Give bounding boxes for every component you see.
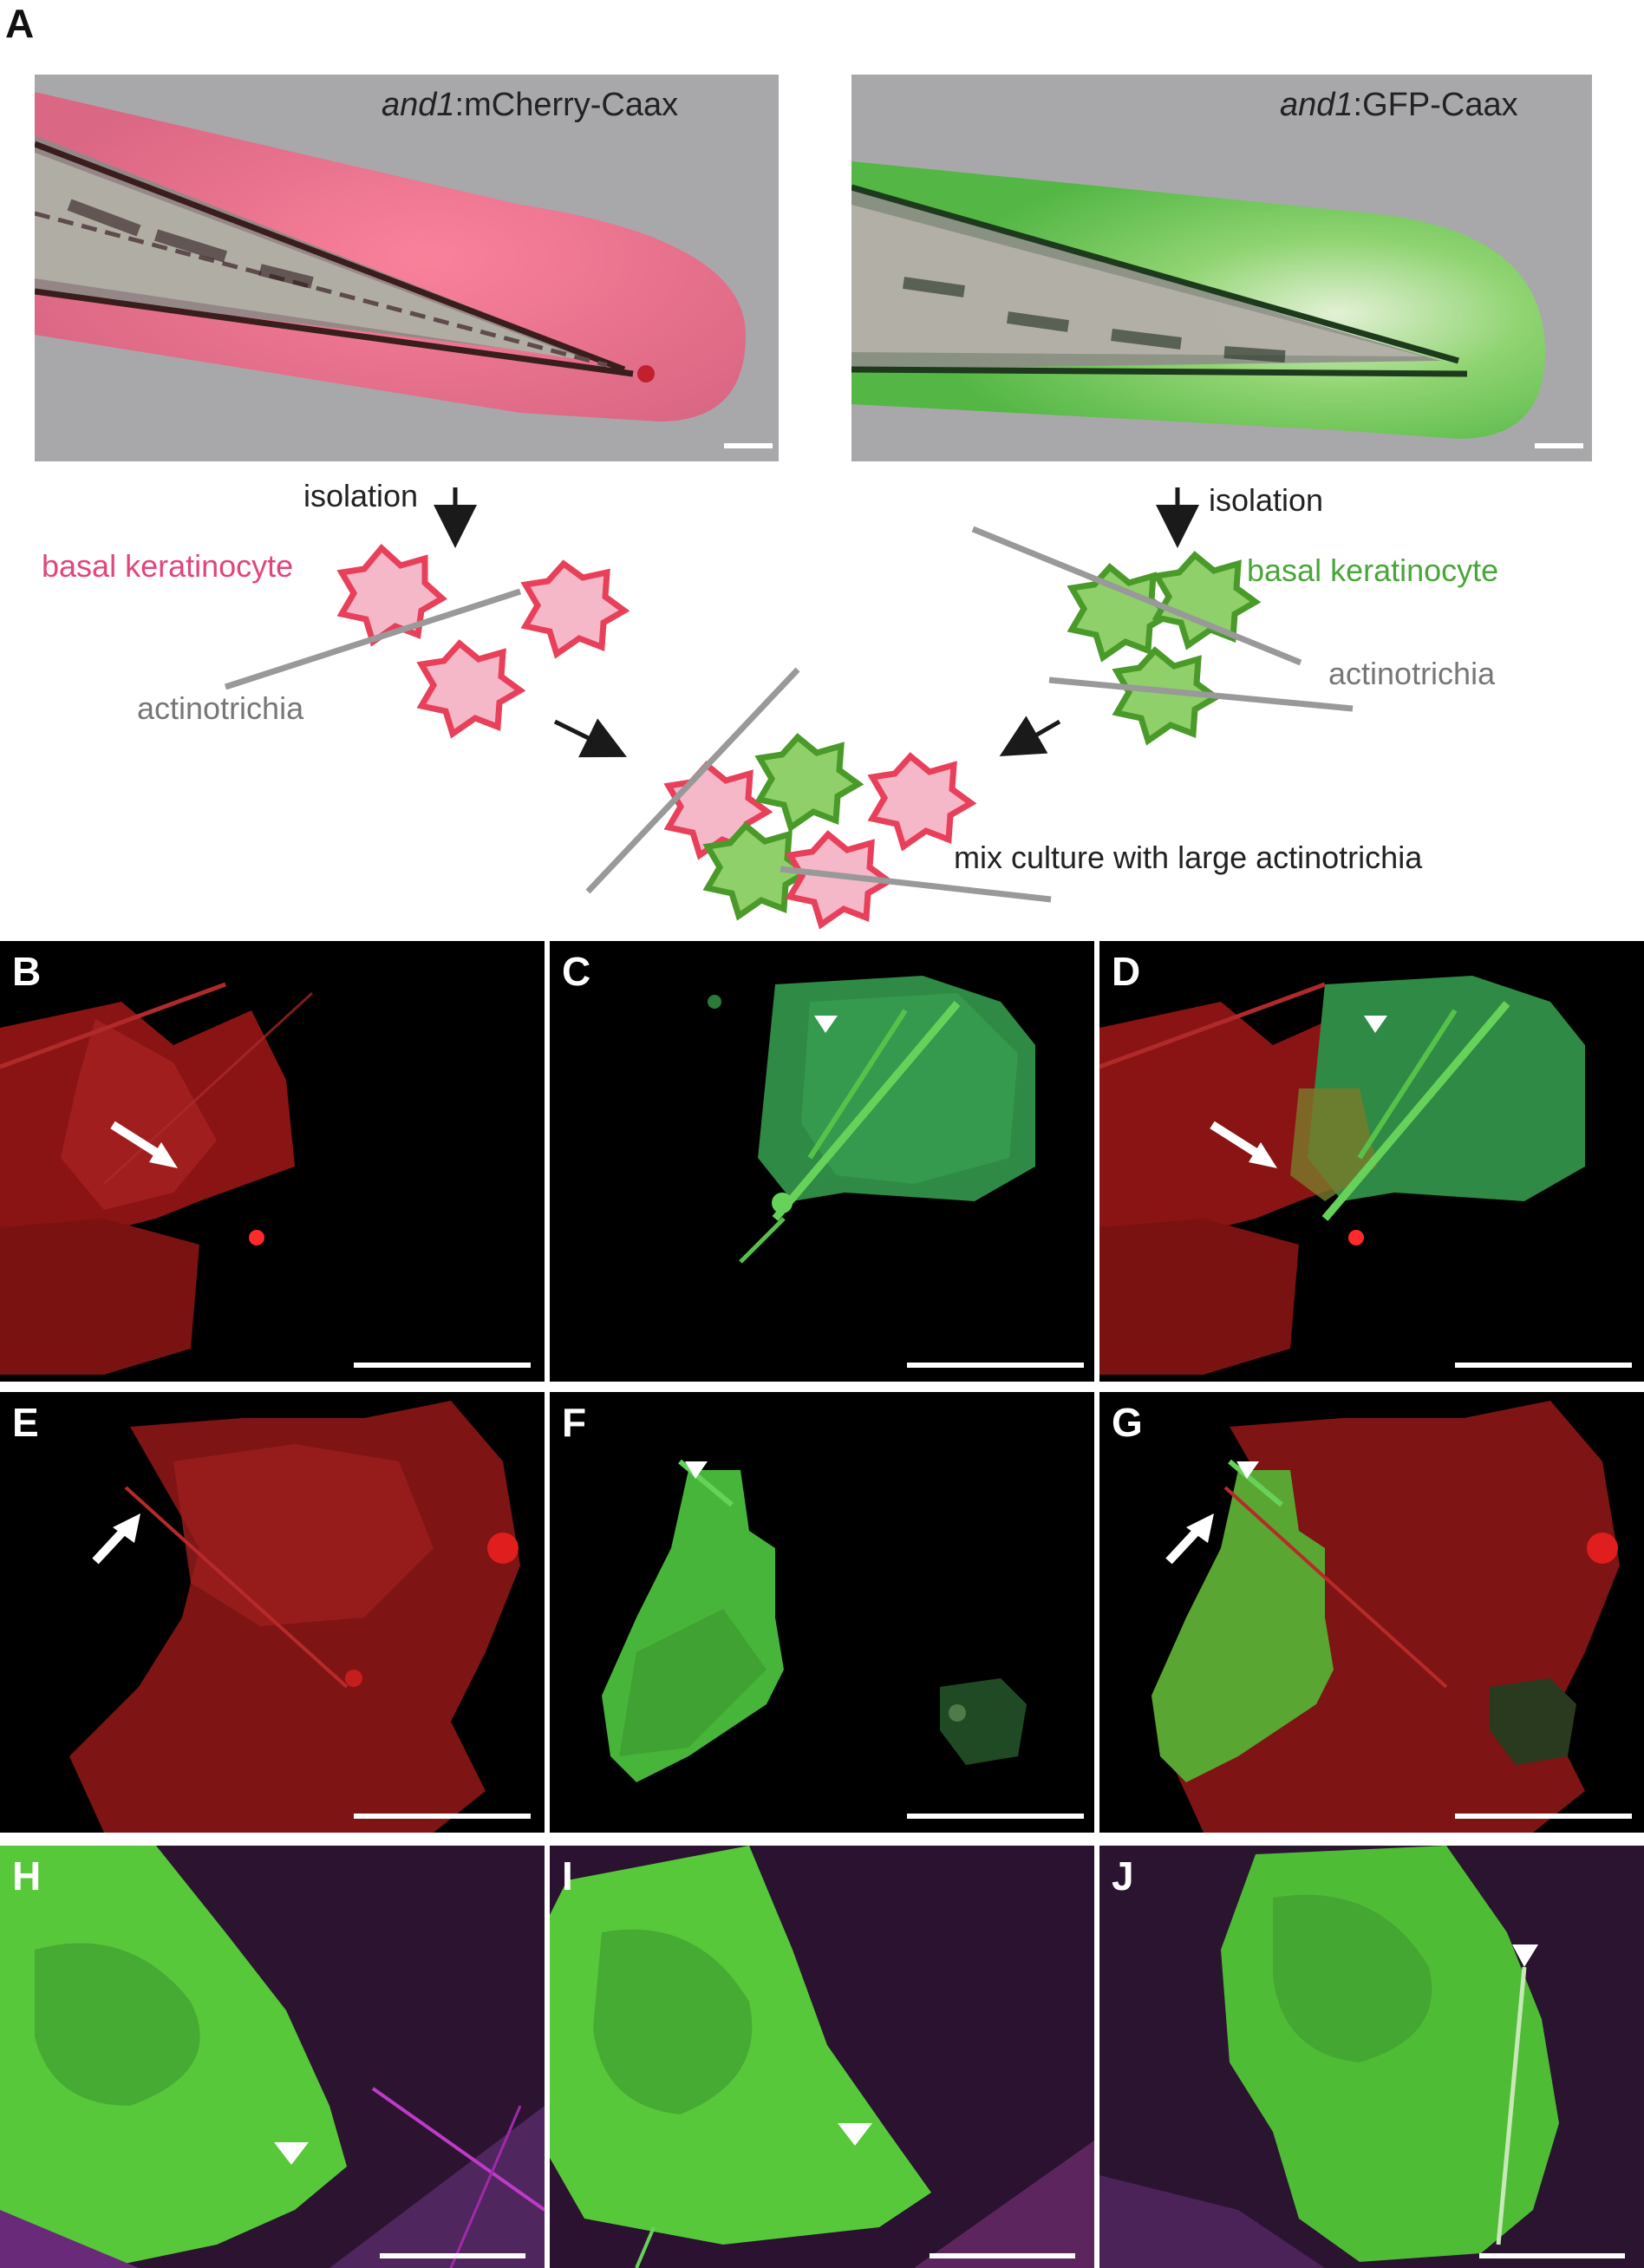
fin-gfp-illustration [851, 75, 1592, 461]
micrograph-g: G [1099, 1392, 1644, 1833]
panel-letter-e: E [12, 1400, 39, 1445]
mixed-culture-cells [663, 733, 977, 930]
isolation-schematic [224, 487, 1354, 930]
scale-bar-i [930, 2253, 1075, 2258]
micrograph-j: J [1099, 1846, 1644, 2268]
label-gfp: and1:GFP-Caax [1280, 87, 1518, 123]
scale-bar-d [1455, 1363, 1632, 1368]
basal-keratinocyte-label-right: basal keratinocyte [1247, 552, 1499, 588]
scale-bar-e [354, 1814, 531, 1819]
actinotrichia-right-fiber-2 [1048, 676, 1354, 712]
scale-bar-b [354, 1363, 531, 1368]
scale-bar-g [1455, 1814, 1632, 1819]
scale-bar-a-left [724, 443, 773, 448]
scale-bar-c [907, 1363, 1084, 1368]
mix-culture-label: mix culture with large actinotrichia [954, 840, 1423, 875]
panel-letter-f: F [562, 1400, 587, 1445]
panel-letter-g: G [1112, 1400, 1143, 1445]
panel-letter-a: A [5, 1, 35, 46]
arrow-converge-right [999, 716, 1061, 756]
red-keratinocytes [336, 543, 630, 739]
panel-letter-h: H [12, 1853, 42, 1899]
actinotrichia-right-fiber-1 [971, 526, 1302, 666]
micrograph-d: D [1099, 941, 1644, 1382]
micrograph-e: E [0, 1392, 545, 1833]
basal-keratinocyte-label-left: basal keratinocyte [42, 548, 294, 584]
scale-bar-a-right [1535, 443, 1583, 448]
micrograph-f: F [550, 1392, 1094, 1833]
actinotrichia-mix-fiber-1 [585, 667, 800, 894]
panel-letter-j: J [1112, 1853, 1134, 1899]
scale-bar-h [380, 2253, 525, 2258]
fin-photo-mcherry [35, 75, 779, 461]
actinotrichia-left-fiber [224, 588, 522, 690]
micrograph-i: I [550, 1846, 1094, 2268]
panel-letter-b: B [12, 949, 42, 994]
actinotrichia-mix-fiber-2 [780, 866, 1052, 903]
micrograph-c: C [550, 941, 1094, 1382]
fin-photo-gfp [851, 75, 1592, 461]
arrow-converge-left [553, 718, 627, 758]
panel-letter-i: I [562, 1853, 573, 1899]
green-keratinocytes [1067, 551, 1262, 746]
label-mcherry: and1:mCherry-Caax [382, 87, 679, 123]
panel-letter-c: C [562, 949, 591, 994]
actinotrichia-label-right: actinotrichia [1328, 656, 1496, 691]
fin-mcherry-illustration [35, 75, 779, 461]
scale-bar-f [907, 1814, 1084, 1819]
panel-letter-d: D [1112, 949, 1141, 994]
micrograph-h: H [0, 1846, 545, 2268]
isolation-label-left: isolation [303, 478, 419, 513]
micrograph-b: B [0, 941, 545, 1382]
scale-bar-j [1479, 2253, 1625, 2258]
isolation-label-right: isolation [1209, 482, 1324, 518]
actinotrichia-label-left: actinotrichia [137, 690, 304, 726]
